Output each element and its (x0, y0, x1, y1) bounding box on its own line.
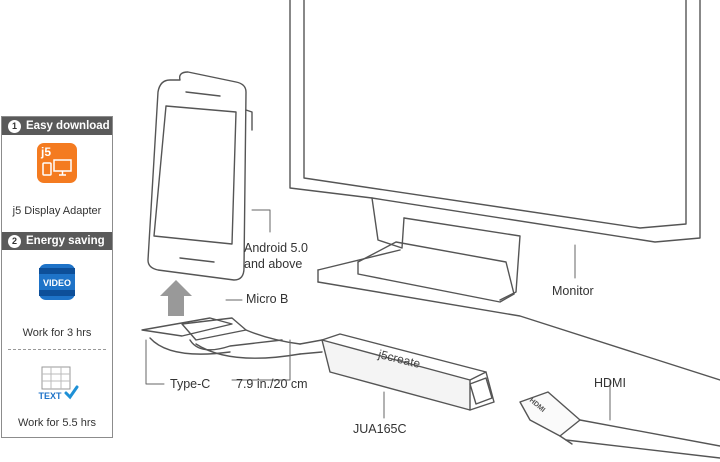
text-caption: Work for 5.5 hrs (17, 417, 97, 429)
j5-app-icon: j5 (37, 143, 77, 183)
phone-label: Android 5.0 and above (244, 241, 308, 271)
app-brand-text: j5 (41, 145, 52, 159)
section-number: 1 (8, 119, 21, 133)
monitor-label: Monitor (552, 284, 594, 298)
text-doc-icon: TEXT (38, 366, 79, 401)
check-icon (64, 385, 79, 400)
feature-panel: 1 Easy download j5 j5 Display Adapter 2 … (1, 116, 113, 438)
video-caption: Work for 3 hrs (22, 327, 92, 339)
cable-illustration (141, 317, 720, 459)
monitor-illustration (289, 0, 720, 381)
type-c-label: Type-C (170, 377, 211, 391)
text-badge-text: TEXT (38, 391, 62, 401)
arrow-up-illustration (160, 280, 192, 316)
model-label: JUA165C (353, 422, 407, 436)
devices-icon (42, 159, 72, 176)
video-icon: VIDEO (39, 264, 75, 300)
hdmi-label: HDMI (594, 376, 626, 390)
section-header-energy-saving: 2 Energy saving (2, 232, 112, 250)
phone-illustration (147, 71, 253, 281)
app-caption: j5 Display Adapter (12, 205, 102, 217)
micro-b-label: Micro B (246, 292, 289, 306)
cable-length-label: 7.9 in./20 cm (236, 377, 308, 391)
section-header-easy-download: 1 Easy download (2, 117, 112, 135)
divider (8, 349, 106, 350)
section-number: 2 (8, 234, 21, 248)
section-title: Easy download (26, 120, 110, 132)
section-title: Energy saving (26, 235, 105, 247)
video-badge-text: VIDEO (43, 278, 71, 288)
